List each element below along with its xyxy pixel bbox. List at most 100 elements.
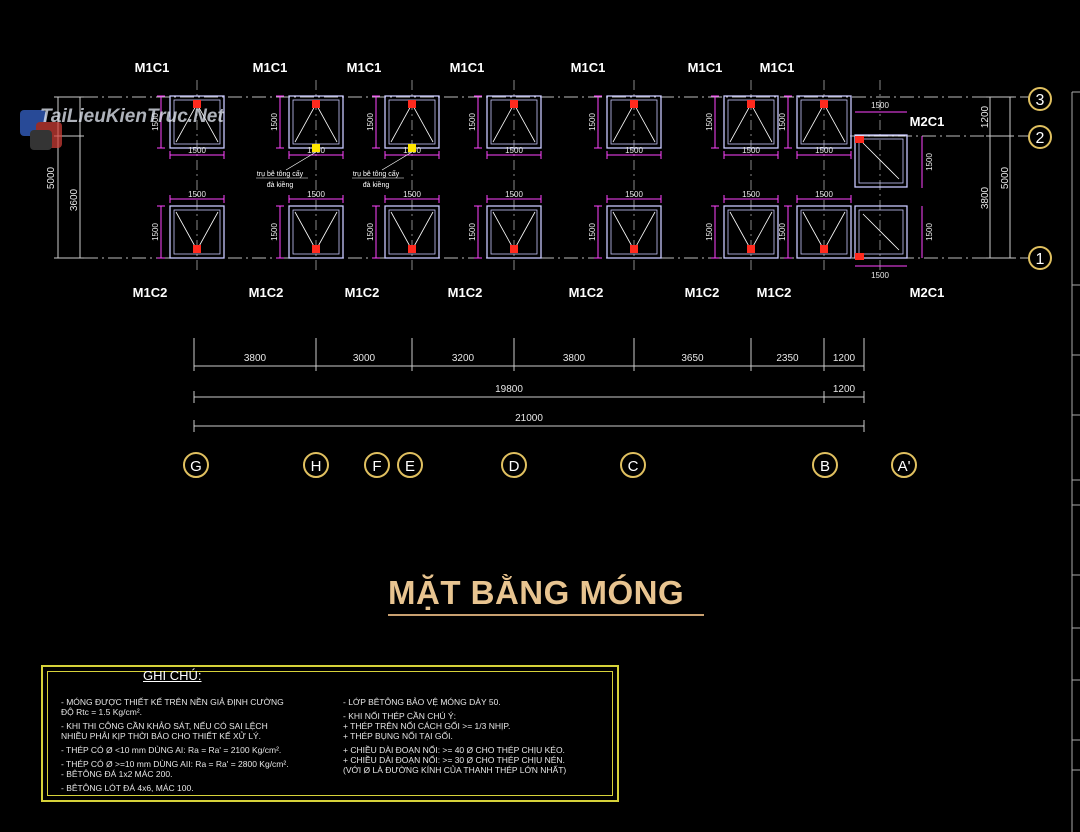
footing-m2c1-lower [854, 205, 908, 259]
footing-label-top: M1C1 [571, 60, 606, 75]
footing-height-label: 1500 [588, 223, 597, 241]
footing-width-label: 1500 [815, 146, 833, 155]
dim-left-5000: 5000 [46, 166, 57, 189]
note-line: (VỚI Ø LÀ ĐƯỜNG KÍNH CỦA THANH THÉP LỚN … [343, 765, 567, 775]
footing-slope [175, 103, 198, 143]
dim-row-1-label: 3800 [563, 353, 586, 364]
footing-slope [823, 211, 846, 251]
footing-label-bottom: M1C2 [133, 285, 168, 300]
leader-line [285, 151, 317, 171]
footing-height-label: 1500 [705, 223, 714, 241]
note-line: - KHI THI CÔNG CẦN KHẢO SÁT, NẾU CÓ SAI … [61, 721, 268, 731]
axis-number: 1 [1036, 251, 1045, 268]
footing-label-bottom: M1C2 [569, 285, 604, 300]
column-marker [510, 100, 518, 108]
note-line: - LỚP BÊTÔNG BẢO VỆ MÓNG DÀY 50. [343, 697, 501, 707]
footing-width-label: 1500 [742, 146, 760, 155]
column-note-text: đà kiềng [363, 180, 390, 189]
footing-bottom [723, 205, 779, 259]
axis-letter: A' [898, 458, 911, 475]
footing-height-label: 1500 [151, 113, 160, 131]
footing-height-label: 1500 [151, 223, 160, 241]
axis-number: 3 [1036, 92, 1045, 109]
notes-inner-border [47, 671, 613, 796]
footing-slope [492, 103, 515, 143]
column-note-text: trụ bê tông cấy [257, 169, 304, 178]
axis-bubble [303, 452, 329, 478]
footing-bottom [486, 205, 542, 259]
footing-label-top: M1C1 [347, 60, 382, 75]
footing-slope [633, 211, 656, 251]
footing-slope [294, 103, 317, 143]
footing-label-top: M1C1 [253, 60, 288, 75]
footing-height-label: 1500 [270, 113, 279, 131]
dim-right-1200: 1200 [980, 105, 991, 128]
axis-letter: C [628, 458, 639, 475]
column-marker [747, 245, 755, 253]
footing-height-label: 1500 [366, 223, 375, 241]
footing-slope [729, 211, 752, 251]
footing-height-label: 1500 [705, 113, 714, 131]
footing-label-m2c1: M2C1 [910, 114, 945, 129]
notes-heading: GHI CHÚ: [143, 668, 202, 683]
axis-bubble [501, 452, 527, 478]
footing-height-label: 1500 [778, 223, 787, 241]
axis-bubble [1028, 125, 1052, 149]
footing-label-bottom: M1C2 [249, 285, 284, 300]
column-marker [408, 245, 416, 253]
column-note-text: trụ bê tông cấy [353, 169, 400, 178]
footing-width-label: 1500 [871, 101, 889, 110]
footing-slope [729, 103, 752, 143]
footing-width-label: 1500 [188, 190, 206, 199]
footing-top [606, 95, 662, 149]
tie-column-marker [408, 144, 416, 152]
drawing-title: MẶT BẰNG MÓNG [388, 574, 685, 611]
dim-row-1-label: 3650 [681, 353, 704, 364]
footing-m2c1-upper [854, 134, 908, 188]
axis-letter: H [311, 458, 322, 475]
column-marker [855, 136, 864, 143]
footing-slope [390, 103, 413, 143]
footing-slope [196, 103, 219, 143]
footing-height-label: 1500 [270, 223, 279, 241]
notes-right-column: - LỚP BÊTÔNG BẢO VỆ MÓNG DÀY 50. - KHI N… [343, 697, 613, 775]
watermark-logo-icon [20, 110, 62, 150]
axis-letter: B [820, 458, 830, 475]
column-note-text: đà kiềng [267, 180, 294, 189]
footing-label-top: M1C1 [688, 60, 723, 75]
dim-row-1-label: 2350 [776, 353, 799, 364]
footing-slope [492, 211, 515, 251]
footing-width-label: 1500 [742, 190, 760, 199]
axis-letter: D [509, 458, 520, 475]
footing-slope [513, 211, 536, 251]
note-line: - THÉP CÓ Ø <10 mm DÙNG AI: Ra = Ra' = 2… [61, 745, 282, 755]
dim-right-3800: 3800 [980, 186, 991, 209]
notes-box: GHI CHÚ: - MÓNG ĐƯỢC THIẾT KẾ TRÊN NỀN G… [41, 665, 619, 802]
footing-bottom-inner [388, 209, 436, 255]
note-line: ĐỘ Rtc = 1.5 Kg/cm². [61, 707, 143, 717]
leader-line [381, 151, 413, 171]
axis-bubble [1028, 246, 1052, 270]
footing-height-label: 1500 [366, 113, 375, 131]
footing-width-label: 1500 [307, 190, 325, 199]
footing-m2c1-upper-inner [858, 138, 904, 184]
footing-bottom-inner [800, 209, 848, 255]
footing-slope [175, 211, 198, 251]
footing-slope [513, 103, 536, 143]
column-marker [312, 245, 320, 253]
footing-slope [802, 103, 825, 143]
column-marker [820, 100, 828, 108]
axis-letter: G [190, 458, 202, 475]
column-marker [510, 245, 518, 253]
footing-label-bottom: M1C2 [345, 285, 380, 300]
footing-bottom-inner [727, 209, 775, 255]
footing-width-label: 1500 [871, 271, 889, 280]
footing-label-bottom: M1C2 [448, 285, 483, 300]
axis-bubble [812, 452, 838, 478]
footing-slope [411, 211, 434, 251]
footing-width-label: 1500 [625, 190, 643, 199]
footing-height-label: 1500 [588, 113, 597, 131]
column-marker [312, 100, 320, 108]
footing-top [796, 95, 852, 149]
